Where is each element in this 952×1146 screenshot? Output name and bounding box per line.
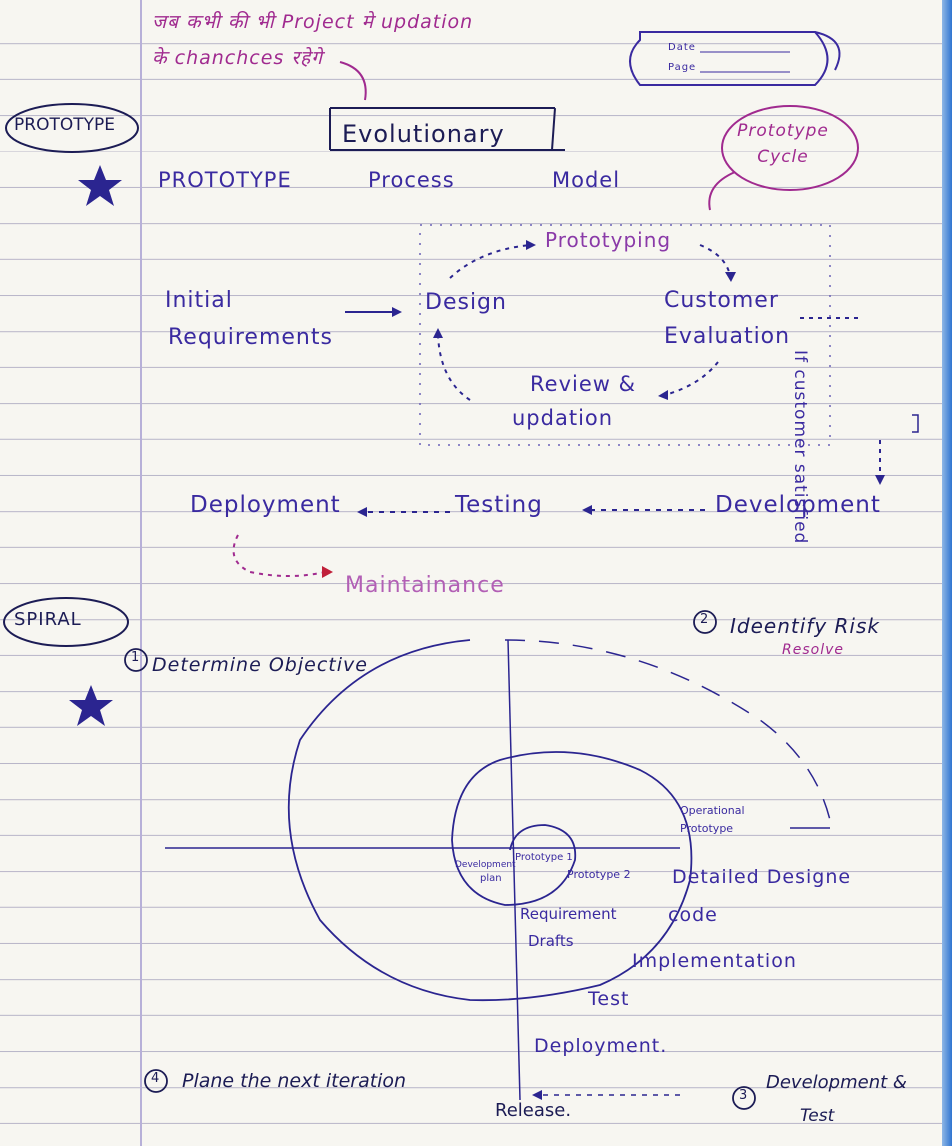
page-label: Page <box>668 62 697 73</box>
dev-plan-label-2: plan <box>480 873 502 884</box>
req-drafts-label-2: Drafts <box>528 932 574 950</box>
maintenance-label: Maintainance <box>345 573 505 598</box>
updation-label: updation <box>512 406 614 430</box>
customer-to-review-arrow <box>664 361 719 396</box>
step3-number: 3 <box>739 1088 748 1103</box>
step4-number: 4 <box>151 1071 160 1086</box>
spiral-tag: SPIRAL <box>14 609 82 630</box>
spiral-vertical-axis <box>507 639 521 1101</box>
heading-word-model: Model <box>552 168 621 192</box>
step4-circle <box>144 1069 168 1093</box>
operational-label-2: Prototype <box>680 822 734 835</box>
header-note-line2: के chanchces रहेगे <box>152 47 323 69</box>
operational-label-1: Operational <box>680 804 745 817</box>
star-icon <box>78 165 122 206</box>
header-note-line1: जब कभी की भी Project मे updation <box>152 11 474 33</box>
spiral-star-icon <box>69 685 113 726</box>
step3-circle <box>732 1086 756 1110</box>
step2-circle <box>693 610 717 634</box>
requirements-label: Requirements <box>168 325 333 350</box>
spiral-middle-loop <box>451 824 577 906</box>
step1-text: Determine Objective <box>152 654 368 676</box>
page-edge <box>942 0 952 1146</box>
cycle-dotted-box <box>419 224 831 446</box>
page-margin-line <box>140 0 142 1146</box>
list-item-implementation: Implementation <box>632 950 797 972</box>
list-item-deployment: Deployment. <box>534 1035 668 1057</box>
step3-text-line2: Test <box>800 1106 835 1126</box>
initial-label: Initial <box>165 288 233 313</box>
prototype-cycle-note: Prototype Cycle <box>737 121 829 167</box>
customer-label: Customer <box>664 288 779 313</box>
step1-circle <box>124 648 148 672</box>
prototype2-label: Prototype 2 <box>567 868 631 881</box>
req-drafts-label-1: Requirement <box>520 905 617 923</box>
review-label: Review & <box>530 372 636 396</box>
step2-text: Ideentify Risk <box>730 614 880 638</box>
heading-word-process: Process <box>368 168 455 192</box>
step4-text: Plane the next iteration <box>182 1070 407 1092</box>
design-label: Design <box>425 290 507 315</box>
dev-plan-label-1: Development <box>455 860 516 870</box>
evaluation-label: Evaluation <box>664 324 791 349</box>
list-item-code: code <box>668 904 718 926</box>
list-item-test: Test <box>588 988 630 1010</box>
development-label: Development <box>715 492 881 518</box>
step2-number: 2 <box>700 612 709 627</box>
prototyping-label: Prototyping <box>545 228 672 252</box>
step1-number: 1 <box>131 650 140 665</box>
spiral-outer-arc <box>504 639 831 821</box>
prototype-tag-oval <box>5 103 139 153</box>
prototype1-label: Prototype 1 <box>515 852 573 863</box>
date-label: Date <box>668 42 696 53</box>
testing-label: Testing <box>455 492 543 518</box>
prototype-cycle-oval <box>721 105 859 191</box>
note-arrow <box>339 61 367 101</box>
step2-note: Resolve <box>782 642 844 658</box>
prototype-tag: PROTOTYPE <box>14 115 115 135</box>
evolutionary-title: Evolutionary <box>342 120 505 148</box>
list-item-detailed-design: Detailed Designe <box>672 866 852 888</box>
cycle-arrow <box>708 171 736 211</box>
deployment-label: Deployment <box>190 492 341 518</box>
spiral-tag-oval <box>3 597 129 647</box>
deployment-to-maintenance-arrow <box>232 534 326 577</box>
spiral-outer-loop <box>287 639 693 1002</box>
heading-word-prototype: PROTOTYPE <box>158 168 292 192</box>
release-label: Release. <box>495 1100 572 1121</box>
step3-text-line1: Development & <box>766 1072 907 1093</box>
evolutionary-box <box>329 107 565 151</box>
